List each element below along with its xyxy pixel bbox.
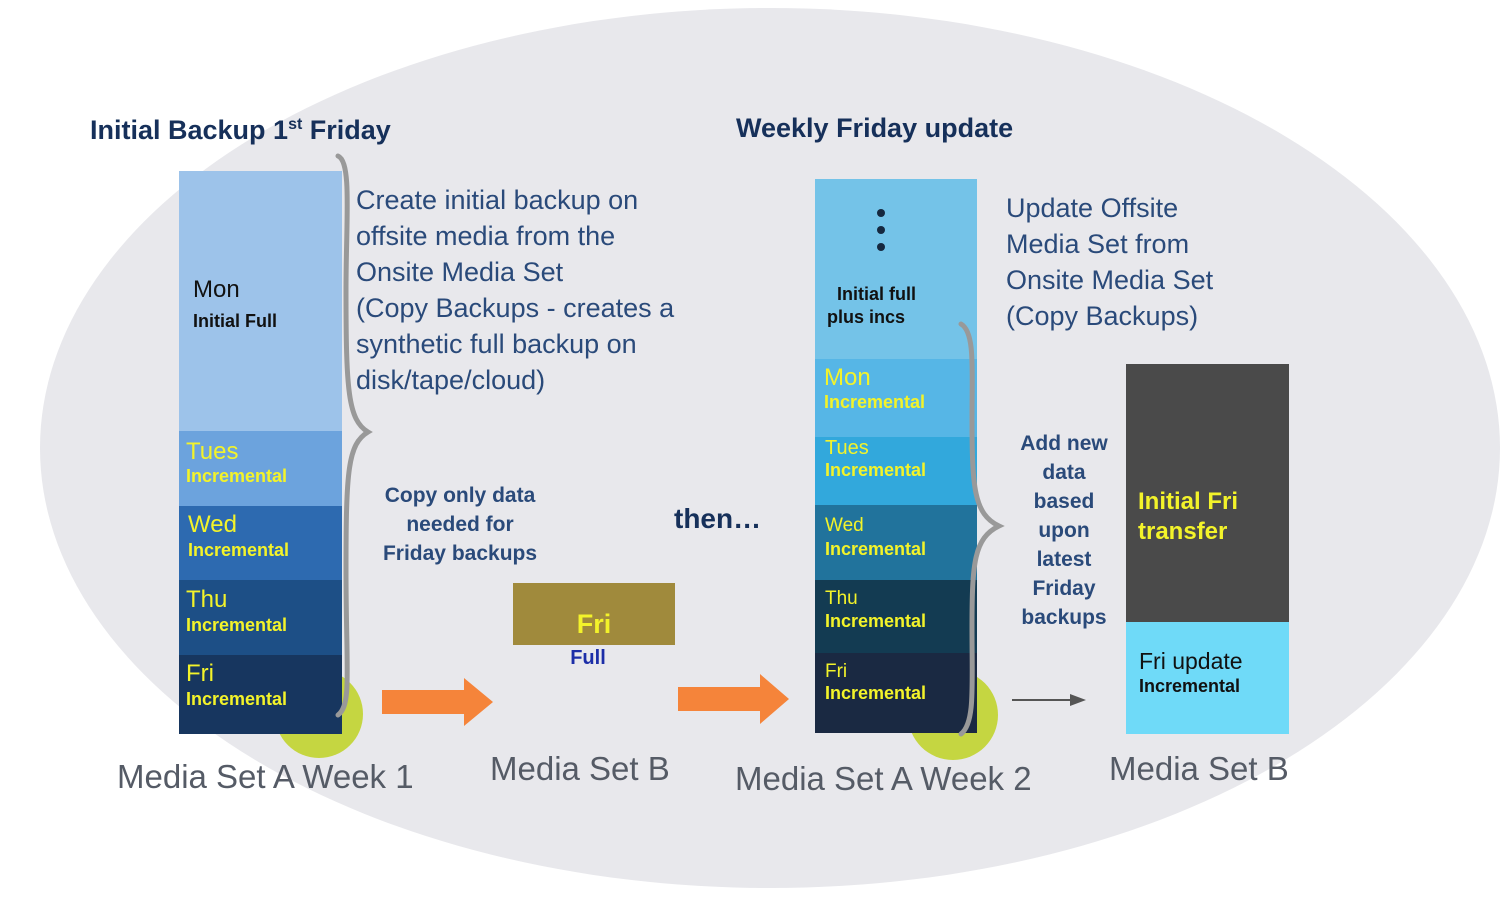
- stack-a1-wed-type: Incremental: [188, 540, 290, 560]
- right-heading: Weekly Friday update: [736, 113, 1014, 143]
- stack-a1-fri: Fri Incremental: [179, 655, 342, 734]
- media-b-initial-transfer: Initial Fri transfer: [1126, 364, 1289, 622]
- left-description-line: offsite media from the: [356, 221, 616, 251]
- add-note-line: upon: [1038, 519, 1090, 542]
- stack-a1-fri-day: Fri: [186, 660, 214, 687]
- stack-a2-mon-type: Incremental: [824, 392, 926, 412]
- stack-a1-mon-type: Initial Full: [193, 311, 277, 331]
- stack-a2-fri-day: Fri: [825, 661, 848, 682]
- media-b-fri-update-day: Fri update: [1139, 648, 1243, 674]
- stack-a1-thu-day: Thu: [186, 586, 228, 613]
- stack-a2-tues: Tues Incremental: [815, 437, 977, 505]
- stack-a2-mon-day: Mon: [824, 364, 871, 391]
- media-set-b-fri-type: Full: [570, 647, 606, 669]
- then-label: then…: [674, 503, 762, 534]
- stack-a2-thu-day: Thu: [825, 588, 858, 609]
- caption-media-set-b-1: Media Set B: [490, 750, 670, 787]
- stack-a1-mon: Mon Initial Full: [179, 171, 342, 431]
- left-description-line: disk/tape/cloud): [356, 365, 546, 395]
- stack-a1-wed-day: Wed: [188, 511, 237, 538]
- stack-a1-thu: Thu Incremental: [179, 580, 342, 655]
- stack-a1-tues-day: Tues: [186, 438, 239, 465]
- left-description: Create initial backup on offsite media f…: [356, 182, 674, 398]
- stack-a1-wed: Wed Incremental: [179, 506, 342, 580]
- media-set-b-fri-day: Fri: [576, 609, 612, 639]
- caption-media-set-a-week1: Media Set A Week 1: [117, 758, 414, 795]
- left-brace: [335, 153, 373, 718]
- stack-a2-initial-line1: Initial full: [837, 284, 916, 304]
- stack-a1-tues: Tues Incremental: [179, 431, 342, 506]
- ellipsis-icon: [877, 209, 887, 251]
- stack-a2-wed: Wed Incremental: [815, 505, 977, 580]
- stack-a1-thu-type: Incremental: [186, 615, 288, 635]
- copy-note-line: needed for: [406, 513, 514, 536]
- stack-a2-initial: Initial full plus incs: [815, 179, 977, 359]
- arrow-right-2: [678, 674, 789, 724]
- stack-a2-thu: Thu Incremental: [815, 580, 977, 653]
- stack-a2-wed-type: Incremental: [825, 539, 927, 559]
- caption-media-set-a-week2: Media Set A Week 2: [735, 760, 1032, 797]
- stack-a2-initial-line2: plus incs: [827, 307, 906, 327]
- add-note-line: latest: [1036, 548, 1092, 571]
- left-description-line: (Copy Backups - creates a: [356, 293, 675, 323]
- stack-a1-fri-type: Incremental: [186, 689, 288, 709]
- add-note-line: based: [1033, 490, 1095, 513]
- stack-a2-fri: Fri Incremental: [815, 653, 977, 733]
- media-b-fri-update-type: Incremental: [1139, 676, 1241, 696]
- stack-a1-tues-type: Incremental: [186, 466, 288, 486]
- right-description-line: Onsite Media Set: [1006, 265, 1214, 295]
- left-heading: Initial Backup 1st Friday: [90, 115, 391, 145]
- copy-note-line: Friday backups: [382, 542, 538, 565]
- right-description-line: (Copy Backups): [1006, 301, 1199, 331]
- stack-a2-fri-type: Incremental: [825, 683, 927, 703]
- media-b-initial-transfer-line1: Initial Fri: [1138, 488, 1239, 515]
- arrow-right-thin: [1012, 694, 1086, 706]
- media-b-fri-update: Fri update Incremental: [1126, 622, 1289, 734]
- add-note: Add new data based upon latest Friday ba…: [1004, 429, 1124, 632]
- stack-a2-tues-type: Incremental: [825, 460, 927, 480]
- add-note-line: Add new: [1020, 432, 1108, 455]
- stack-a2-tues-day: Tues: [825, 437, 869, 459]
- add-note-line: data: [1042, 461, 1086, 484]
- copy-note-line: Copy only data: [384, 484, 536, 507]
- stack-a2-wed-day: Wed: [825, 515, 864, 536]
- right-description-line: Update Offsite: [1006, 193, 1179, 223]
- stack-a2-mon: Mon Incremental: [815, 359, 977, 437]
- arrow-right-1: [382, 678, 493, 726]
- right-brace: [958, 321, 1005, 737]
- media-b-initial-transfer-line2: transfer: [1138, 518, 1228, 545]
- left-description-line: Create initial backup on: [356, 185, 639, 215]
- stack-a1-mon-day: Mon: [193, 276, 240, 303]
- copy-note: Copy only data needed for Friday backups: [360, 481, 560, 568]
- media-set-b-fri-block: Fri: [513, 583, 675, 645]
- caption-media-set-b-2: Media Set B: [1109, 750, 1289, 787]
- add-note-line: Friday: [1032, 577, 1096, 600]
- stack-a2-thu-type: Incremental: [825, 611, 927, 631]
- left-description-line: Onsite Media Set: [356, 257, 564, 287]
- add-note-line: backups: [1021, 606, 1107, 629]
- left-description-line: synthetic full backup on: [356, 329, 637, 359]
- right-description-line: Media Set from: [1006, 229, 1190, 259]
- right-description: Update Offsite Media Set from Onsite Med…: [1006, 190, 1213, 334]
